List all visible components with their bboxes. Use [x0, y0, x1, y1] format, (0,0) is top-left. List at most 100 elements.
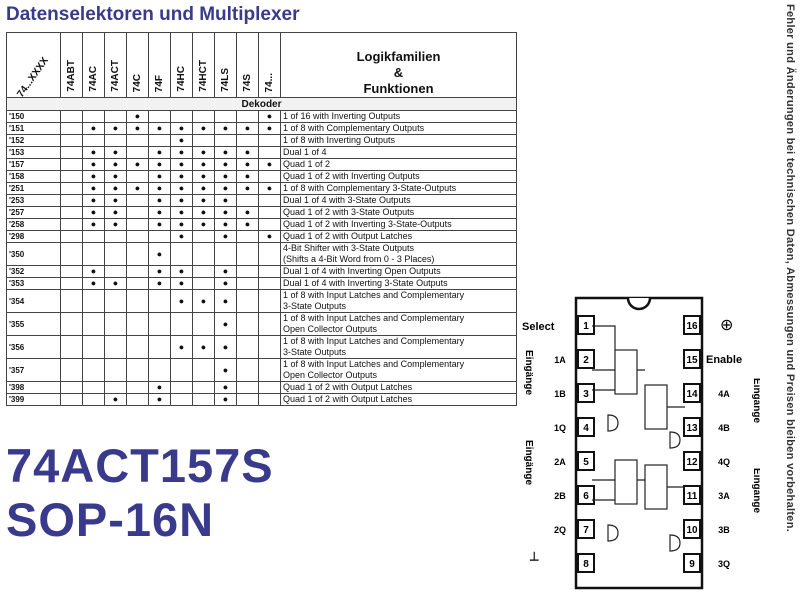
empty-cell — [60, 206, 83, 219]
empty-cell — [148, 289, 171, 313]
internal-logic — [592, 325, 685, 552]
pin-box — [683, 383, 701, 403]
empty-cell — [126, 265, 149, 278]
empty-cell — [60, 358, 83, 382]
empty-cell — [82, 335, 105, 359]
empty-cell — [258, 134, 281, 147]
empty-cell — [258, 277, 281, 290]
support-dot-cell: ● — [148, 277, 171, 290]
support-dot-cell: ● — [104, 182, 127, 195]
empty-cell — [170, 242, 193, 266]
table-row: '354●●●1 of 8 with Input Latches and Com… — [6, 289, 517, 313]
support-dot-cell: ● — [192, 122, 215, 135]
part-number-cell: '253 — [6, 194, 61, 207]
support-dot-cell: ● — [236, 218, 259, 231]
function-cell: 1 of 8 with Complementary 3-State-Output… — [280, 182, 517, 195]
chip-body — [574, 296, 704, 590]
package-name: SOP-16N — [6, 493, 215, 546]
support-dot-cell: ● — [170, 182, 193, 195]
support-dot-cell: ● — [148, 381, 171, 394]
pin-number: 15 — [686, 355, 698, 366]
support-dot-cell: ● — [82, 122, 105, 135]
empty-cell — [82, 381, 105, 394]
pin-label: 4Q — [718, 457, 730, 467]
logic-family-table-container: 74...XXXX 74ABT 74AC 74ACT 74C 74F 74HC … — [6, 32, 517, 406]
support-dot-cell: ● — [148, 206, 171, 219]
pin-number: 6 — [583, 491, 589, 502]
pin-label: 4A — [718, 389, 730, 399]
support-dot-cell: ● — [214, 335, 237, 359]
support-dot-cell: ● — [214, 277, 237, 290]
disclaimer-text: Fehler und Änderungen bei technischen Da… — [784, 4, 796, 533]
function-header: Logikfamilien & Funktionen — [280, 32, 517, 98]
function-line: 1 of 8 with Complementary Outputs — [283, 123, 425, 133]
family-header: 74HC — [170, 32, 193, 98]
support-dot-cell: ● — [126, 110, 149, 123]
support-dot-cell: ● — [104, 158, 127, 171]
support-dot-cell: ● — [170, 158, 193, 171]
function-cell: 1 of 16 with Inverting Outputs — [280, 110, 517, 123]
function-line: 3-State Outputs — [283, 347, 347, 357]
corner-header: 74...XXXX — [6, 32, 61, 100]
pin-number: 11 — [687, 491, 698, 502]
table-row: '151●●●●●●●●●1 of 8 with Complementary O… — [6, 122, 517, 135]
support-dot-cell: ● — [82, 170, 105, 183]
support-dot-cell: ● — [82, 277, 105, 290]
function-line: Quad 1 of 2 with Inverting Outputs — [283, 171, 420, 181]
empty-cell — [60, 110, 83, 123]
family-header: 74AC — [82, 32, 105, 98]
support-dot-cell: ● — [170, 218, 193, 231]
support-dot-cell: ● — [170, 146, 193, 159]
empty-cell — [148, 335, 171, 359]
support-dot-cell: ● — [104, 194, 127, 207]
support-dot-cell: ● — [170, 206, 193, 219]
empty-cell — [258, 170, 281, 183]
support-dot-cell: ● — [214, 122, 237, 135]
empty-cell — [192, 358, 215, 382]
pin-box — [577, 349, 595, 369]
table-row: '352●●●●Dual 1 of 4 with Inverting Open … — [6, 265, 517, 278]
wiring — [592, 325, 685, 501]
part-number-cell: '354 — [6, 289, 61, 313]
table-row: '399●●●Quad 1 of 2 with Output Latches — [6, 393, 517, 406]
part-number-cell: '399 — [6, 393, 61, 406]
empty-cell — [104, 312, 127, 336]
empty-cell — [236, 381, 259, 394]
family-label: 74... — [264, 72, 275, 92]
empty-cell — [60, 194, 83, 207]
empty-cell — [148, 134, 171, 147]
family-label: 74ACT — [110, 60, 121, 92]
pin-label: 4B — [718, 423, 730, 433]
empty-cell — [192, 312, 215, 336]
family-label: 74LS — [220, 68, 231, 92]
support-dot-cell: ● — [236, 146, 259, 159]
support-dot-cell: ● — [236, 206, 259, 219]
family-header: 74F — [148, 32, 171, 98]
support-dot-cell: ● — [82, 194, 105, 207]
group-label-right-bottom: Eingänge — [751, 468, 760, 513]
support-dot-cell: ● — [236, 182, 259, 195]
support-dot-cell: ● — [214, 358, 237, 382]
pin-box — [683, 451, 701, 471]
family-header: 74... — [258, 32, 281, 98]
table-row: '257●●●●●●●Quad 1 of 2 with 3-State Outp… — [6, 206, 517, 219]
pin-number: 10 — [686, 525, 698, 536]
part-number-cell: '352 — [6, 265, 61, 278]
pin-box — [683, 519, 701, 539]
pin-number: 9 — [689, 559, 695, 570]
pin-number: 7 — [583, 525, 589, 536]
function-line: 1 of 16 with Inverting Outputs — [283, 111, 401, 121]
empty-cell — [60, 230, 83, 243]
support-dot-cell: ● — [192, 182, 215, 195]
mux-block — [614, 349, 638, 395]
table-header-row: 74...XXXX 74ABT 74AC 74ACT 74C 74F 74HC … — [6, 32, 517, 100]
part-number-cell: '353 — [6, 277, 61, 290]
pin-label: 3B — [718, 525, 730, 535]
empty-cell — [60, 170, 83, 183]
gate-shape — [607, 524, 619, 542]
support-dot-cell: ● — [192, 194, 215, 207]
empty-cell — [192, 393, 215, 406]
function-header-line: Logikfamilien — [356, 49, 441, 64]
empty-cell — [192, 230, 215, 243]
